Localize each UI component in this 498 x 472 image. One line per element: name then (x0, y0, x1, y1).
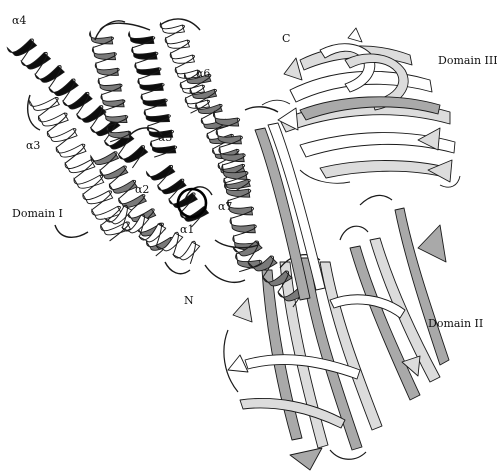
label-domain-iii: Domain III (438, 55, 498, 66)
label-alpha2: α2 (135, 184, 149, 195)
label-domain-ii: Domain II (428, 318, 483, 329)
label-alpha1: α1 (180, 224, 194, 235)
label-alpha7: α7 (218, 201, 232, 212)
domain-i-helix-bundle (7, 23, 307, 307)
label-alpha5: α5 (158, 132, 172, 143)
label-n-terminus: N (184, 295, 194, 306)
helix-alpha4b (90, 32, 131, 142)
label-alpha6: α6 (196, 68, 210, 79)
label-domain-i: Domain I (12, 208, 63, 219)
label-c-terminus: C (282, 33, 290, 44)
label-alpha4: α4 (12, 15, 26, 26)
label-alpha3: α3 (26, 140, 40, 151)
helix-alpha5b (146, 165, 208, 227)
domain-ii-beta-sheets (224, 195, 449, 470)
